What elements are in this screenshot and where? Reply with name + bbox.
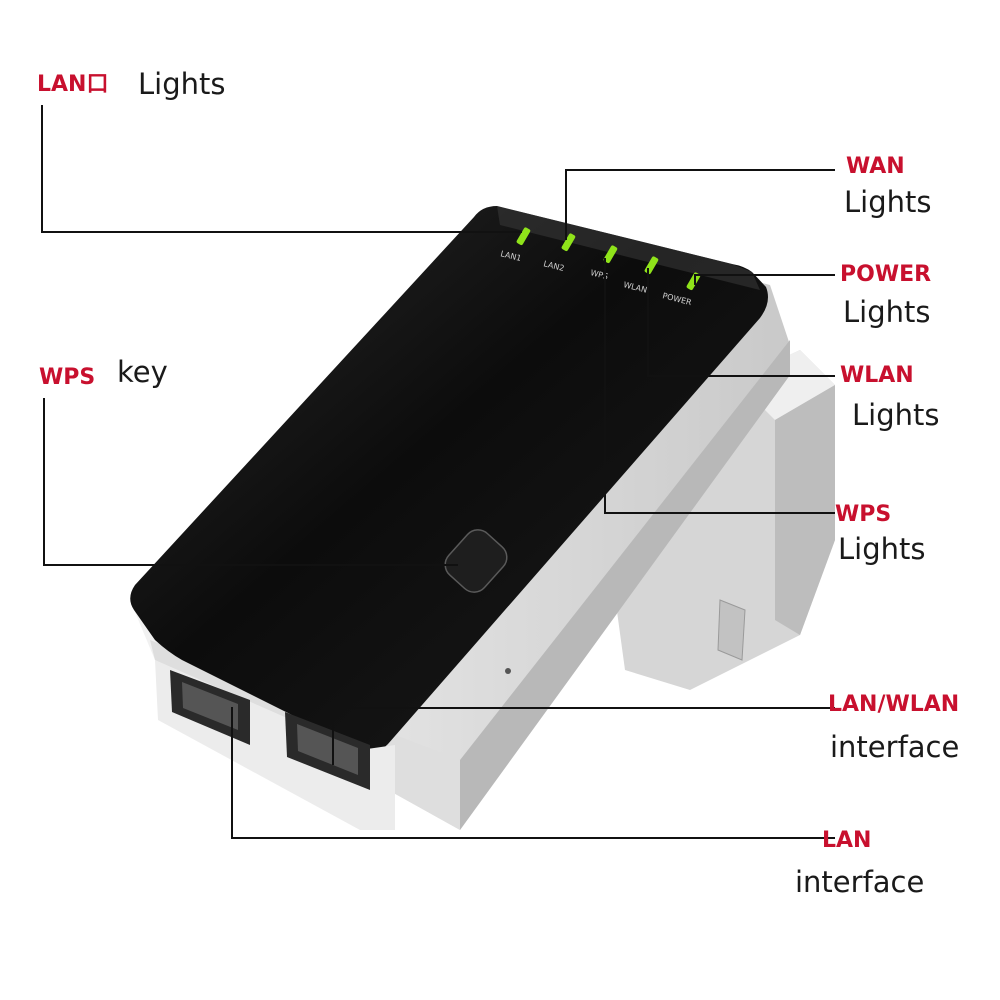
- leader-wps-lights: [604, 258, 835, 514]
- indicator-dot: [505, 668, 511, 674]
- callout-power-lights-desc: Lights: [843, 295, 931, 329]
- leader-lan-lights: [41, 105, 522, 233]
- callout-wan-lights-code: WAN: [846, 154, 905, 179]
- callout-wps-key-code: WPS: [39, 365, 96, 390]
- callout-lan-interface-desc: interface: [795, 865, 925, 899]
- callout-power-lights-code: POWER: [840, 262, 932, 287]
- callout-wps-lights-desc: Lights: [838, 532, 926, 566]
- router-front-face: [155, 660, 511, 830]
- callout-wan-lights-desc: Lights: [844, 185, 932, 219]
- led-power: [686, 272, 701, 291]
- wps-button[interactable]: [439, 524, 512, 598]
- leader-lan-wlan-interface: [332, 707, 835, 765]
- leader-wlan-lights: [647, 268, 835, 377]
- callout-lan-interface-code: LAN: [822, 828, 872, 853]
- callout-lan-lights-desc: Lights: [138, 67, 226, 101]
- led-wps: [603, 245, 618, 264]
- callout-lan-wlan-interface-desc: interface: [830, 730, 960, 764]
- router-top-panel: [130, 206, 768, 752]
- led-lan1: [516, 227, 531, 246]
- leader-wps-key: [43, 398, 458, 566]
- callout-wlan-lights-desc: Lights: [852, 398, 940, 432]
- callout-lan-lights-code: LAN口: [37, 72, 109, 97]
- plug-pin: [717, 599, 746, 661]
- callout-lan-wlan-interface-code: LAN/WLAN: [828, 692, 960, 717]
- callout-wps-lights-code: WPS: [835, 502, 892, 527]
- callout-wlan-lights-code: WLAN: [840, 363, 914, 388]
- leader-wan-lights: [565, 169, 835, 240]
- callout-wps-key-desc: key: [117, 355, 168, 389]
- led-lan2: [561, 233, 576, 252]
- leader-power-lights: [694, 274, 835, 285]
- leader-lan-interface: [231, 707, 835, 839]
